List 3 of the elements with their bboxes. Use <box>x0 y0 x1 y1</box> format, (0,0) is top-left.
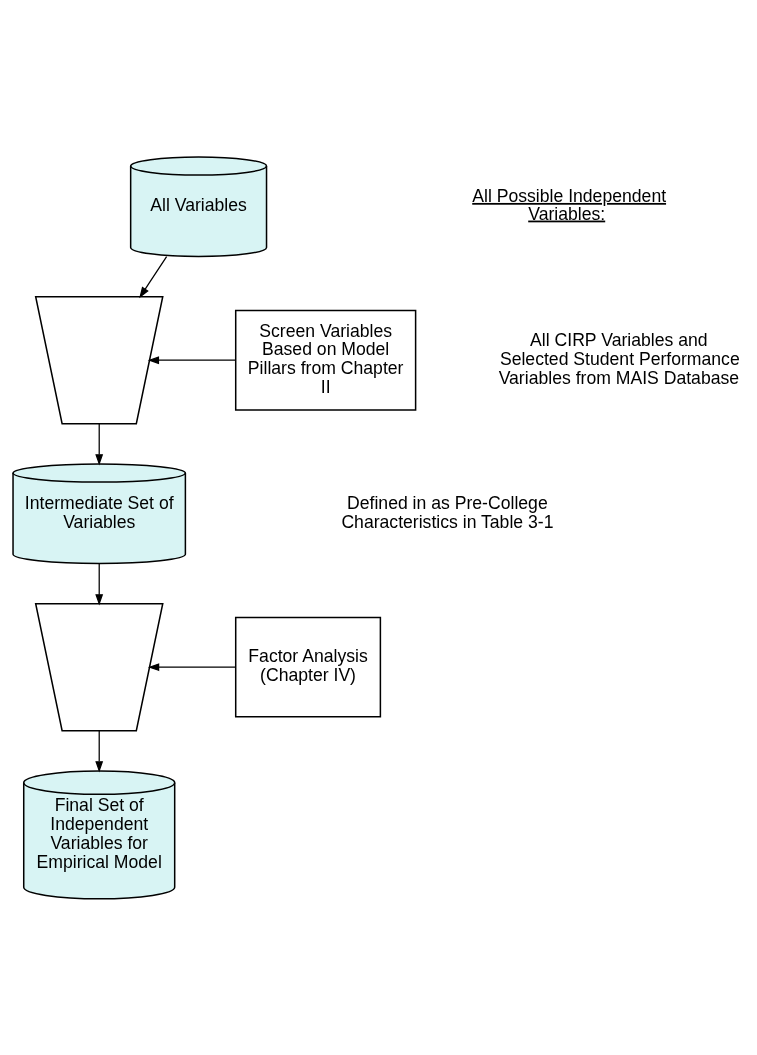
label: All Possible Independent Variables: <box>472 185 667 224</box>
label: All CIRP Variables and Selected Student Performance Variables from MAIS Database <box>498 329 740 388</box>
label: Defined in as Pre-College Characteristics in Table 3-1 <box>341 492 554 532</box>
